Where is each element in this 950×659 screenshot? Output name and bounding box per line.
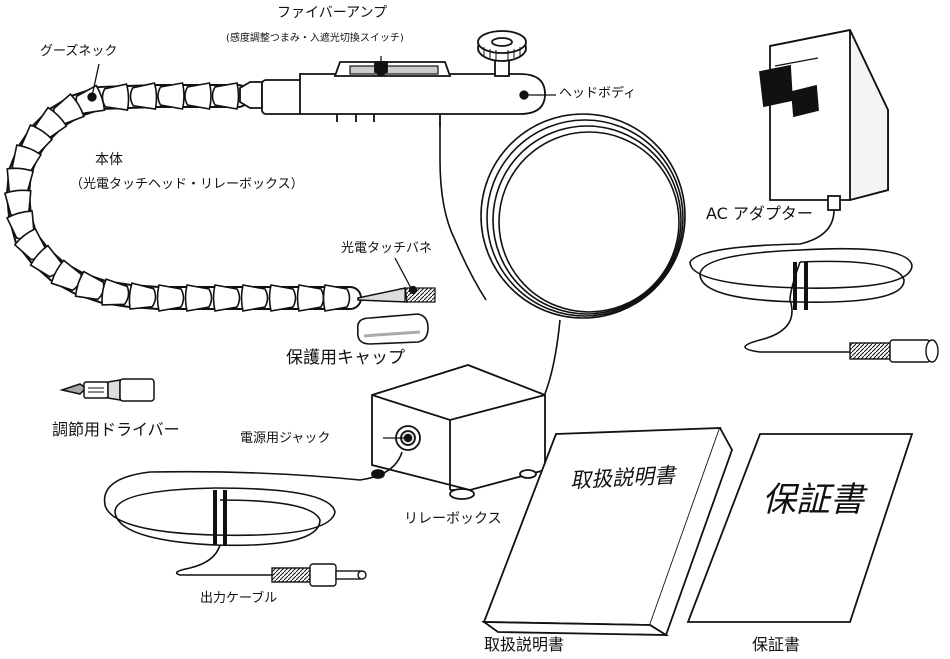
fiber-amp-sub-label: (感度調整つまみ・入遮光切換スイッチ) xyxy=(226,33,404,44)
coiled-cable-drawing xyxy=(439,113,686,421)
gooseneck-segment xyxy=(101,83,130,111)
ac-adapter-label: AC アダプター xyxy=(706,204,813,223)
power-jack-label: 電源用ジャック xyxy=(240,431,331,446)
touch-spring-label: 光電タッチバネ xyxy=(341,241,433,256)
gooseneck-segment xyxy=(268,284,297,312)
ac-plug-drawing xyxy=(849,339,939,363)
gooseneck-segment xyxy=(156,284,185,312)
warranty-cover-title: 保証書 xyxy=(762,480,864,520)
ac-adapter-drawing xyxy=(759,28,889,211)
output-plug-drawing xyxy=(271,563,367,587)
protective-cap-drawing xyxy=(356,313,429,345)
manual-cover-title: 取扱説明書 xyxy=(569,463,676,493)
manual-label: 取扱説明書 xyxy=(484,635,565,654)
gooseneck-segment xyxy=(211,82,240,110)
main-body-label: 本体 xyxy=(95,152,123,168)
warranty-label: 保証書 xyxy=(752,635,801,654)
main-body-sub-label: （光電タッチヘッド・リレーボックス） xyxy=(70,177,304,192)
gooseneck-segment xyxy=(157,82,185,110)
head-body-drawing xyxy=(239,30,546,126)
relay-box-label: リレーボックス xyxy=(404,511,502,527)
gooseneck-segment xyxy=(184,82,212,110)
screwdriver-drawing xyxy=(59,378,155,402)
gooseneck-segment xyxy=(128,282,157,310)
gooseneck-segment xyxy=(212,284,241,312)
gooseneck-segment xyxy=(129,82,158,110)
output-cable-drawing xyxy=(103,451,403,576)
gooseneck-segment xyxy=(184,284,213,312)
gooseneck-segment xyxy=(240,284,269,312)
gooseneck-label: グーズネック xyxy=(40,44,118,59)
relay-box-drawing xyxy=(371,364,546,500)
gooseneck-drawing xyxy=(3,82,362,312)
gooseneck-segment xyxy=(101,278,130,306)
head-body-label: ヘッドボディ xyxy=(559,86,637,101)
fiber-amp-label: ファイバーアンプ xyxy=(277,5,388,21)
leader-lines xyxy=(87,56,556,443)
ac-adapter-cable-drawing xyxy=(689,209,913,353)
screwdriver-label: 調節用ドライバー xyxy=(52,420,180,439)
gooseneck-segment xyxy=(322,284,351,312)
gooseneck-segment xyxy=(296,284,325,312)
manual-drawing xyxy=(481,427,733,637)
touch-spring-drawing xyxy=(357,287,436,303)
output-cable-label: 出力ケーブル xyxy=(200,591,278,606)
protective-cap-label: 保護用キャップ xyxy=(286,348,405,368)
warranty-drawing xyxy=(686,433,914,623)
